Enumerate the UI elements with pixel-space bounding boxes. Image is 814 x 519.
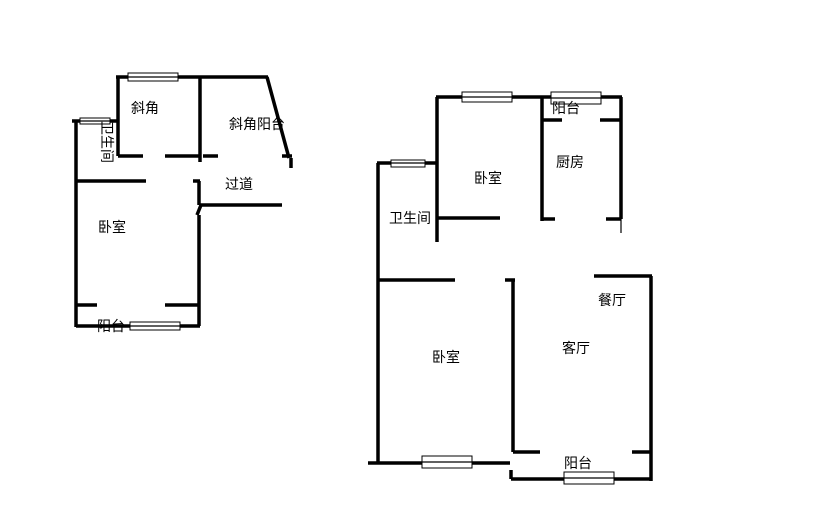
room-label-living-room: 客厅 — [562, 340, 590, 357]
right-floor-plan: 卧室 厨房 阳台 卫生间 餐厅 客厅 卧室 阳台 — [368, 91, 653, 485]
room-label-bedroom-top: 卧室 — [474, 170, 502, 187]
room-label-bevel: 斜角 — [131, 101, 159, 117]
room-label-dining-room: 餐厅 — [598, 293, 626, 309]
room-label-kitchen: 厨房 — [556, 155, 584, 171]
walls — [72, 75, 293, 328]
room-label-corridor: 过道 — [225, 177, 253, 193]
room-label-bevel-balcony: 斜角阳台 — [229, 117, 285, 133]
room-label-bedroom: 卧室 — [98, 219, 126, 236]
room-label-bedroom-bottom: 卧室 — [432, 349, 460, 366]
room-label-balcony-top: 阳台 — [552, 101, 580, 117]
walls — [368, 95, 653, 481]
room-label-bathroom: 卫生间 — [389, 211, 431, 227]
room-label-bathroom: 卫生间 — [98, 121, 114, 163]
room-label-balcony-bottom: 阳台 — [564, 456, 592, 472]
room-label-balcony: 阳台 — [97, 319, 125, 335]
left-floor-plan: 斜角 斜角阳台 卫生间 过道 卧室 阳台 — [72, 72, 293, 335]
